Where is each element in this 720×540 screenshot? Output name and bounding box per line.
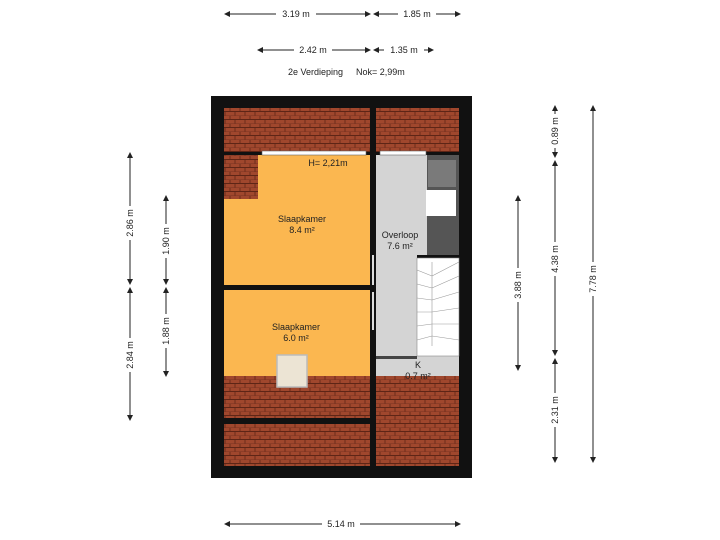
closet-name: K xyxy=(415,360,421,370)
dim-bottom: 5.14 m xyxy=(224,518,461,530)
roof-tiles-notch xyxy=(224,155,258,199)
ridge-height-label: Nok= 2,99m xyxy=(356,67,405,77)
landing-area: 7.6 m² xyxy=(387,241,413,251)
stairs xyxy=(416,257,460,357)
dim-bottom-total: 5.14 m xyxy=(327,519,355,529)
building xyxy=(211,96,472,478)
dim-top2-right: 1.35 m xyxy=(390,45,418,55)
roof-tiles-top-right xyxy=(376,108,459,152)
bedroom-1-area: 8.4 m² xyxy=(289,225,315,235)
window-bedroom-1 xyxy=(261,150,367,156)
dim-right-mid-center: 4.38 m xyxy=(550,245,560,273)
dim-right-mid: 0.89 m 4.38 m 2.31 m xyxy=(549,105,561,463)
bedroom-1-floor xyxy=(224,155,370,285)
dim-right-mid-top: 0.89 m xyxy=(550,117,560,145)
roof-tiles-bottom-left-2 xyxy=(224,424,370,466)
closet-area: 0.7 m² xyxy=(405,371,431,381)
bedroom-1-height: H= 2,21m xyxy=(308,158,347,168)
bedroom-2-area: 6.0 m² xyxy=(283,333,309,343)
dim-right-inner-value: 3.88 m xyxy=(513,271,523,299)
dim-top2-left: 2.42 m xyxy=(299,45,327,55)
dim-left-inner-bottom: 1.88 m xyxy=(161,317,171,345)
dim-top-left: 3.19 m xyxy=(282,9,310,19)
roof-tiles-bottom-right xyxy=(376,376,459,466)
wall-roof-band xyxy=(224,418,370,424)
dim-left-inner: 1.90 m 1.88 m xyxy=(160,195,172,377)
dim-left-inner-top: 1.90 m xyxy=(161,227,171,255)
skylight xyxy=(276,354,308,388)
floor-label: 2e Verdieping xyxy=(288,67,343,77)
shaft-window xyxy=(428,160,456,187)
roof-tiles-top-left xyxy=(224,108,370,152)
dim-top-row1: 3.19 m 1.85 m xyxy=(224,8,461,20)
dim-left-outer-bottom: 2.84 m xyxy=(125,341,135,369)
dim-left-outer-top: 2.86 m xyxy=(125,209,135,237)
dim-top-right: 1.85 m xyxy=(403,9,431,19)
closet-floor xyxy=(376,359,459,376)
bedroom-2-name: Slaapkamer xyxy=(272,322,320,332)
dim-left-outer: 2.86 m 2.84 m xyxy=(124,152,136,421)
wall-vertical-center xyxy=(370,108,376,466)
wall-between-bedrooms xyxy=(224,285,370,290)
window-landing xyxy=(379,150,427,156)
dim-right-inner: 3.88 m xyxy=(512,195,524,371)
landing-name: Overloop xyxy=(382,230,419,240)
landing-cabinet xyxy=(426,190,456,216)
dim-right-outer-value: 7.78 m xyxy=(588,265,598,293)
bedroom-1-name: Slaapkamer xyxy=(278,214,326,224)
dim-right-mid-bottom: 2.31 m xyxy=(550,396,560,424)
dim-right-outer: 7.78 m xyxy=(587,105,599,463)
wall-closet-top xyxy=(376,356,417,359)
dim-top-row2: 2.42 m 1.35 m xyxy=(257,44,434,56)
